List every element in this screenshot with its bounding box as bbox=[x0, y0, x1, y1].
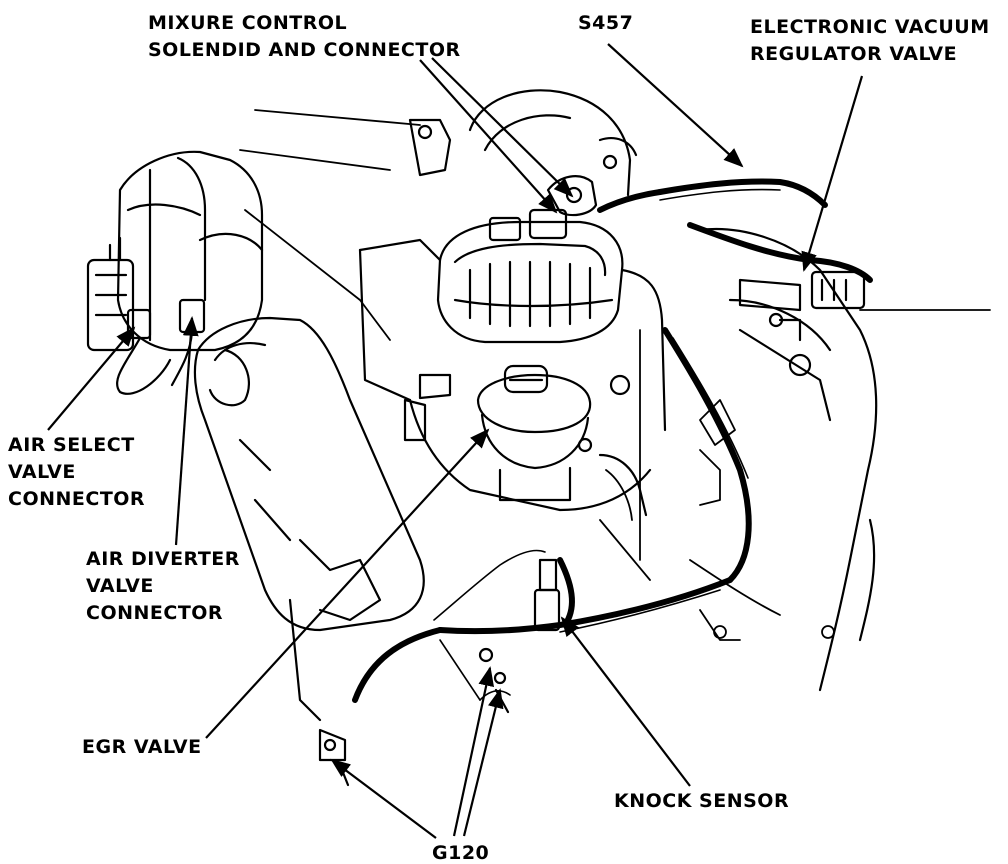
label-mixture-control-line1: MIXURE CONTROL bbox=[148, 12, 348, 34]
label-air-diverter-line3: CONNECTOR bbox=[86, 602, 224, 624]
leader-g120-3 bbox=[462, 688, 504, 837]
leader-mixture-control-1 bbox=[419, 59, 558, 214]
label-g120-text: G120 bbox=[432, 842, 490, 864]
label-air-select-line1: AIR SELECT bbox=[8, 434, 135, 456]
air-cleaner-housing bbox=[86, 150, 264, 352]
evrv-connector bbox=[810, 270, 866, 310]
wiring-harness bbox=[352, 178, 873, 703]
label-egr-valve-text: EGR VALVE bbox=[82, 736, 202, 758]
throttle-body-assembly bbox=[436, 175, 624, 344]
leader-lines bbox=[47, 43, 864, 839]
intake-manifold bbox=[358, 238, 667, 517]
leader-s457 bbox=[607, 43, 744, 168]
label-mixture-control-solenoid: MIXURE CONTROL SOLENDID AND CONNECTOR bbox=[148, 10, 461, 64]
leader-air-diverter bbox=[174, 316, 199, 546]
leader-g120-1 bbox=[330, 758, 437, 839]
egr-valve-body bbox=[476, 364, 592, 502]
leader-mixture-control-2 bbox=[431, 57, 574, 198]
right-valve-cover bbox=[698, 228, 878, 692]
distributor-cap bbox=[408, 89, 638, 197]
engine-outline-lines bbox=[239, 109, 991, 641]
label-s457-text: S457 bbox=[578, 12, 634, 34]
label-air-diverter-line2: VALVE bbox=[86, 575, 154, 597]
label-air-select-line2: VALVE bbox=[8, 461, 76, 483]
label-air-diverter-line1: AIR DIVERTER bbox=[86, 548, 240, 570]
label-air-select-line3: CONNECTOR bbox=[8, 488, 146, 510]
leader-egr-valve bbox=[205, 428, 490, 739]
engine-illustration bbox=[86, 89, 991, 787]
label-evrv-line1: ELECTRONIC VACUUM bbox=[750, 16, 990, 38]
label-air-select-valve-connector: AIR SELECT VALVE CONNECTOR bbox=[8, 432, 145, 513]
leader-evrv bbox=[801, 75, 864, 272]
leader-knock-sensor bbox=[560, 616, 691, 787]
label-mixture-control-line2: SOLENDID AND CONNECTOR bbox=[148, 39, 461, 61]
label-s457: S457 bbox=[578, 10, 633, 37]
leader-air-select bbox=[47, 326, 136, 431]
label-air-diverter-valve-connector: AIR DIVERTER VALVE CONNECTOR bbox=[86, 546, 240, 627]
label-electronic-vacuum-regulator-valve: ELECTRONIC VACUUM REGULATOR VALVE bbox=[750, 14, 990, 68]
label-knock-sensor-text: KNOCK SENSOR bbox=[614, 790, 790, 812]
left-valve-cover bbox=[193, 316, 425, 632]
wiring-harness-detail bbox=[433, 188, 781, 701]
label-g120: G120 bbox=[432, 840, 489, 864]
label-evrv-line2: REGULATOR VALVE bbox=[750, 43, 958, 65]
leader-g120-2 bbox=[452, 666, 495, 837]
label-egr-valve: EGR VALVE bbox=[82, 734, 202, 761]
label-knock-sensor: KNOCK SENSOR bbox=[614, 788, 789, 815]
